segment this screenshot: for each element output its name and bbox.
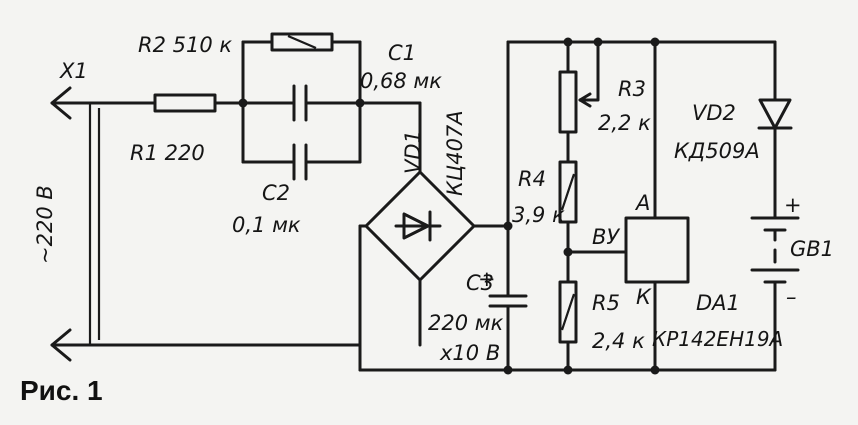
mains-leads (50, 101, 362, 347)
label-vd2: VD2 (692, 101, 736, 125)
label-c2-value: 0,1 мк (232, 213, 301, 237)
label-c3-voltage: x10 В (439, 341, 500, 365)
label-r5-name: R5 (592, 291, 620, 315)
diode-vd2 (758, 98, 792, 130)
label-r3-name: R3 (618, 77, 646, 101)
label-pin-k: К (636, 285, 652, 309)
label-da1-type: КР142ЕН19А (652, 327, 783, 351)
label-r5-value: 2,4 к (592, 329, 645, 353)
label-pin-a: А (634, 191, 650, 215)
label-da1: DA1 (696, 291, 740, 315)
resistor-r1 (153, 93, 245, 113)
label-c1-value: 0,68 мк (360, 69, 442, 93)
bridge-rectifier-vd1 (358, 101, 510, 372)
potentiometer-r3 (558, 70, 578, 134)
label-vd1: VD1 (401, 130, 425, 174)
label-c3-plus: + (478, 267, 496, 291)
label-x1: X1 (59, 59, 88, 83)
label-r3-value: 2,2 к (598, 111, 651, 135)
label-r2: R2 510 к (138, 33, 232, 57)
label-vd2-type: КД509А (674, 139, 760, 163)
label-gb1: GB1 (790, 237, 834, 261)
parallel-network (238, 32, 365, 181)
label-r4-name: R4 (518, 167, 546, 191)
divider-chain (558, 40, 628, 372)
label-c2-name: C2 (262, 181, 290, 205)
regulator-da1 (624, 40, 690, 372)
label-vd1-type: КЦ407А (443, 110, 467, 196)
label-c3-value: 220 мк (428, 311, 504, 335)
figure-caption: Рис. 1 (20, 375, 103, 406)
diode-vd2-battery-gb1 (750, 40, 800, 372)
label-gb1-minus: – (786, 285, 797, 309)
capacitor-c3 (488, 294, 528, 308)
label-mains: ~220 В (33, 185, 57, 264)
label-c1-name: C1 (388, 41, 416, 65)
label-pin-u: ВУ (592, 225, 620, 249)
label-r4-value: 3,9 к (512, 203, 565, 227)
label-gb1-plus: + (784, 193, 802, 217)
label-r1: R1 220 (130, 141, 205, 165)
label-c3-name: C3 (466, 271, 494, 295)
